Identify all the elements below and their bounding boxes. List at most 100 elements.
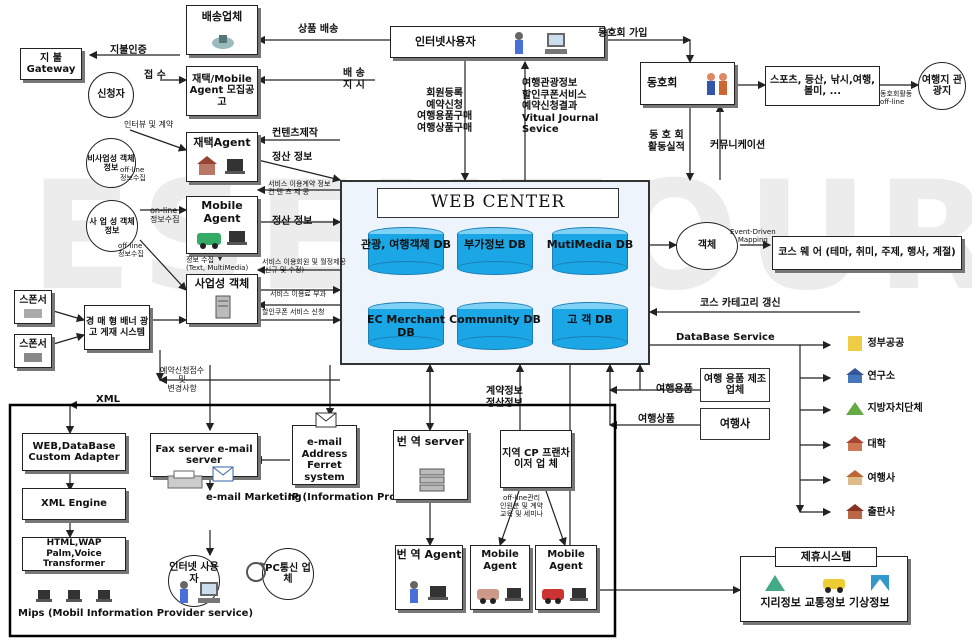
business-object: 사업성 객체 bbox=[186, 274, 258, 324]
event-driven-label: Event-Driven Mapping bbox=[730, 228, 776, 245]
agent-icon bbox=[410, 581, 448, 603]
sponsor-1: 스폰서 bbox=[14, 290, 52, 324]
db-multimedia: MutiMedia DB bbox=[547, 227, 633, 275]
service-fee-label: 서비스 이용료 부과 bbox=[270, 290, 326, 298]
house-icon bbox=[846, 504, 864, 519]
envelope-icon bbox=[315, 412, 337, 428]
local-gov-item: 지방자치단체 bbox=[846, 400, 923, 416]
fax-email-server: Fax server e-mail server bbox=[150, 433, 258, 477]
partner-items: 지리정보 교통정보 기상정보 bbox=[760, 596, 890, 609]
translation-server: 번 역 server bbox=[393, 430, 468, 500]
db-extra-info: 부가정보 DB bbox=[457, 227, 533, 275]
mountain-icon bbox=[846, 402, 864, 415]
online-collect-label: on-line 정보수집 bbox=[150, 206, 180, 225]
member-reg-label: 회원등록 예약신청 여행용품구매 여행상품구매 bbox=[417, 88, 473, 134]
xml-label: XML bbox=[96, 394, 121, 405]
web-center-title: WEB CENTER bbox=[377, 188, 619, 218]
house-icon bbox=[846, 470, 864, 485]
mobile-agent: Mobile Agent bbox=[186, 196, 258, 254]
partner-system: 제휴시스템 지리정보 교통정보 기상정보 bbox=[740, 547, 908, 622]
pay-auth-label: 지불인증 bbox=[110, 45, 147, 56]
mobile-agent-icon bbox=[477, 588, 523, 604]
offline-collect2-label: off-line 정보수집 bbox=[118, 242, 144, 259]
building-icon bbox=[24, 308, 42, 318]
biz-info: 사 업 성 객체정보 bbox=[86, 200, 138, 252]
email-address-ferret: e-mail Address Ferret system bbox=[292, 425, 357, 485]
contract-info-label: 계약정보 정산정보 bbox=[486, 386, 523, 409]
home-agent: 재택Agent bbox=[186, 132, 258, 182]
object-node: 객체 bbox=[676, 222, 738, 270]
info-collect-label: 정보 수집 (Text, MultiMedia) bbox=[186, 256, 249, 273]
university-item: 대학 bbox=[846, 436, 886, 452]
user-computer-icon bbox=[180, 581, 220, 603]
mobile-agent-a: Mobile Agent bbox=[470, 545, 530, 610]
gov-item: 정부공공 bbox=[846, 334, 904, 352]
house-icon bbox=[846, 436, 864, 451]
db-service-label: DataBase Service bbox=[676, 332, 775, 343]
home-agent-icon bbox=[197, 156, 245, 175]
coupon-apply-label: 할인쿠폰 서비스 신청 bbox=[262, 308, 325, 316]
fax-icon bbox=[167, 470, 203, 489]
partner-icons bbox=[765, 575, 889, 593]
web-center: WEB CENTER 관광, 여행객체 DB 부가정보 DB MutiMedia… bbox=[340, 180, 650, 365]
offline-manage-label: off-line관리 인원분 및 계약 교육 및 세미나 bbox=[500, 494, 544, 519]
db-tourism: 관광, 여행객체 DB bbox=[361, 227, 451, 275]
club-join-label: 동호회 가입 bbox=[598, 28, 648, 39]
partner-title: 제휴시스템 bbox=[775, 547, 877, 567]
settle2-label: 정산 정보 bbox=[272, 216, 313, 227]
travel-place: 여행지 관광지 bbox=[918, 62, 966, 110]
db-customer: 고 객 DB bbox=[552, 302, 628, 350]
club: 동호회 bbox=[640, 62, 735, 105]
mobile-agent-icon bbox=[197, 231, 247, 249]
web-db-adapter: WEB,DataBase Custom Adapter bbox=[22, 433, 126, 471]
internet-user-top: 인터넷사용자 bbox=[390, 26, 605, 58]
delivery-company: 배송업체 bbox=[186, 5, 258, 55]
travel-info-label: 여행관광정보 할인쿠폰서비스 예약신청결과 Vitual Journal Sev… bbox=[522, 78, 599, 135]
club-activity-label: 동 호 회 활동실적 bbox=[648, 130, 685, 153]
building-icon bbox=[848, 336, 862, 351]
communication-label: 커뮤니케이션 bbox=[710, 140, 766, 151]
db-ec-merchant: EC Merchant DB bbox=[367, 302, 445, 350]
offline-collect-label: off-line 정보수집 bbox=[120, 166, 146, 183]
mail-icon bbox=[212, 466, 234, 482]
travel-goods-label: 여행용품 bbox=[656, 384, 693, 395]
local-cp-franchise: 지역 CP 프랜차이저 업 체 bbox=[500, 430, 572, 488]
travel-product-label: 여행상품 bbox=[638, 414, 675, 425]
service-contract2-label: 서비스 이용회원 및 월정제공 (신규 및 수정) bbox=[262, 258, 346, 275]
travel-agency-item: 여행사 bbox=[846, 470, 895, 486]
refresh-icon bbox=[246, 562, 266, 582]
pc-comm-company: PC통신 업체 bbox=[262, 548, 314, 600]
user-computer-icon bbox=[515, 32, 567, 54]
hobby-categories: 스포츠, 등산, 낚시,여행, 볼미, ... bbox=[765, 66, 880, 106]
mobile-agent-icon bbox=[542, 588, 588, 604]
html-wap-transformer: HTML,WAP Palm,Voice Transformer bbox=[22, 537, 126, 571]
settle1-label: 정산 정보 bbox=[272, 152, 313, 163]
club-offline-label: 동호회활동 off-line bbox=[880, 90, 913, 107]
mobile-agent-b: Mobile Agent bbox=[535, 545, 597, 610]
translation-agent: 번 역 Agent bbox=[395, 545, 463, 610]
goods-maker: 여행 용품 제조 업체 bbox=[700, 368, 770, 402]
mips-label: Mips (Mobil Information Provider service… bbox=[18, 608, 254, 619]
server-stack-icon bbox=[419, 468, 445, 492]
service-contract-label: 서비스 이용계약 정보 컨 텐 츠 제 공 bbox=[268, 180, 331, 197]
contents-make-label: 컨텐츠제작 bbox=[272, 128, 318, 139]
institute-item: 연구소 bbox=[846, 368, 895, 384]
sponsor-2: 스폰서 bbox=[14, 334, 52, 368]
receipt-label: 접 수 bbox=[144, 70, 166, 81]
auction-banner-system: 경 매 형 배너 광고 게재 시스템 bbox=[84, 305, 150, 350]
nonbiz-info: 비사업성 객체정보 bbox=[86, 138, 136, 188]
courseware: 코스 웨 어 (테마, 취미, 주제, 행사, 계절) bbox=[772, 236, 962, 270]
applicant: 신청자 bbox=[88, 72, 134, 118]
house-icon bbox=[846, 368, 864, 383]
delivery-icon bbox=[212, 35, 234, 49]
publisher-item: 출판사 bbox=[846, 504, 895, 520]
agent-recruit: 재택/Mobile Agent 모집공고 bbox=[186, 66, 258, 116]
laptops-icon bbox=[36, 590, 112, 602]
xml-engine: XML Engine bbox=[22, 488, 126, 520]
building-icon bbox=[24, 352, 42, 362]
email-marketing-label: e-mail Marketing bbox=[206, 492, 302, 503]
interview-label: 인터뷰 및 계약 bbox=[124, 120, 174, 129]
goods-delivery-label: 상품 배송 bbox=[298, 24, 339, 35]
